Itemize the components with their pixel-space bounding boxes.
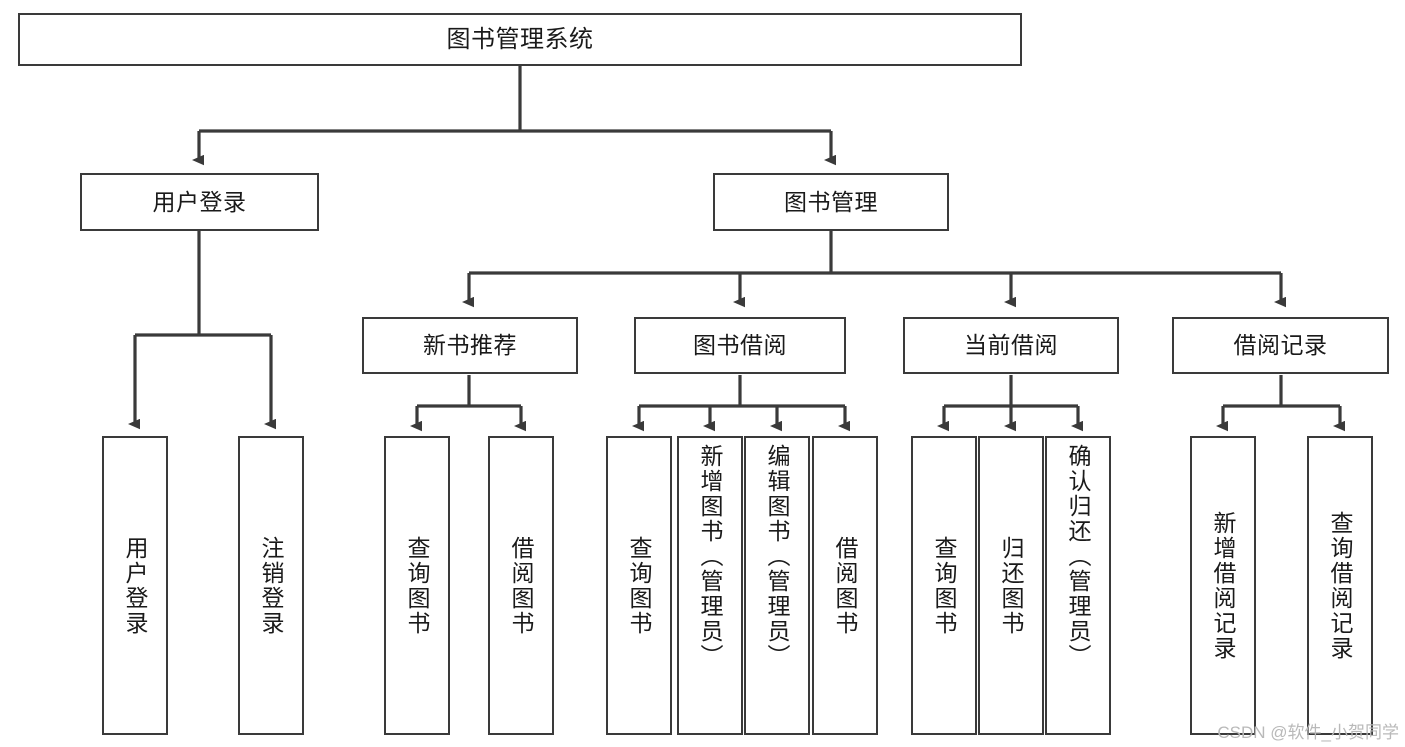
node-label: 归还图书 bbox=[998, 535, 1025, 636]
watermark-text: CSDN @软件_小贺同学 bbox=[1217, 723, 1399, 742]
node-root-book-management-system[interactable]: 图书管理系统 bbox=[18, 13, 1022, 66]
node-label: 借阅图书 bbox=[508, 535, 535, 636]
leaf-user-login[interactable]: 用户登录 bbox=[102, 436, 168, 735]
leaf-add-borrow-record[interactable]: 新增借阅记录 bbox=[1190, 436, 1256, 735]
node-label: 确认归还（管理员） bbox=[1065, 444, 1092, 669]
node-new-book-recommend[interactable]: 新书推荐 bbox=[362, 317, 578, 374]
leaf-query-book-borrow[interactable]: 查询图书 bbox=[606, 436, 672, 735]
leaf-logout-login[interactable]: 注销登录 bbox=[238, 436, 304, 735]
node-label: 注销登录 bbox=[258, 535, 285, 636]
node-current-borrow[interactable]: 当前借阅 bbox=[903, 317, 1119, 374]
node-label: 图书管理系统 bbox=[446, 25, 594, 53]
node-user-login[interactable]: 用户登录 bbox=[80, 173, 319, 231]
node-label: 图书管理 bbox=[784, 188, 878, 215]
leaf-query-borrow-record[interactable]: 查询借阅记录 bbox=[1307, 436, 1373, 735]
leaf-return-book[interactable]: 归还图书 bbox=[978, 436, 1044, 735]
node-label: 查询图书 bbox=[404, 535, 431, 636]
node-label: 当前借阅 bbox=[964, 332, 1058, 359]
node-label: 查询图书 bbox=[626, 535, 653, 636]
leaf-confirm-return-admin[interactable]: 确认归还（管理员） bbox=[1045, 436, 1111, 735]
node-label: 查询借阅记录 bbox=[1327, 510, 1354, 661]
node-label: 借阅记录 bbox=[1233, 332, 1328, 359]
node-label: 用户登录 bbox=[122, 535, 149, 636]
node-borrow-record[interactable]: 借阅记录 bbox=[1172, 317, 1389, 374]
node-label: 新书推荐 bbox=[423, 332, 517, 359]
leaf-edit-book-admin[interactable]: 编辑图书（管理员） bbox=[744, 436, 810, 735]
leaf-add-book-admin[interactable]: 新增图书（管理员） bbox=[677, 436, 743, 735]
leaf-borrow-book-borrow[interactable]: 借阅图书 bbox=[812, 436, 878, 735]
node-label: 借阅图书 bbox=[832, 535, 859, 636]
node-label: 新增借阅记录 bbox=[1210, 510, 1237, 661]
node-label: 图书借阅 bbox=[693, 332, 787, 359]
node-book-borrow[interactable]: 图书借阅 bbox=[634, 317, 846, 374]
node-label: 编辑图书（管理员） bbox=[764, 444, 791, 669]
leaf-query-book-current[interactable]: 查询图书 bbox=[911, 436, 977, 735]
node-label: 新增图书（管理员） bbox=[697, 444, 724, 669]
leaf-query-book-recommend[interactable]: 查询图书 bbox=[384, 436, 450, 735]
node-label: 用户登录 bbox=[152, 188, 247, 215]
node-book-management[interactable]: 图书管理 bbox=[713, 173, 949, 231]
node-label: 查询图书 bbox=[931, 535, 958, 636]
leaf-borrow-book-recommend[interactable]: 借阅图书 bbox=[488, 436, 554, 735]
